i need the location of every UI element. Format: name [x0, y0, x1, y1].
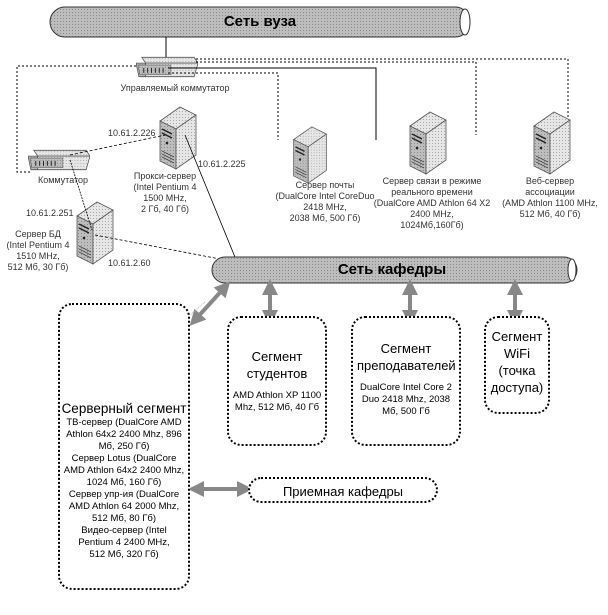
commutator-icon — [28, 149, 90, 171]
server-segment-line: Athlon 64x2 2400 Mhz, 896 — [66, 429, 182, 440]
server-segment-line: Pentium 4 2400 MHz, — [78, 537, 170, 548]
mail-line: (DualCore Intel CoreDuo — [275, 191, 375, 201]
web-server-icon — [533, 111, 571, 175]
db-server-icon — [76, 201, 114, 265]
web-line: (AMD Athlon 1100 MHz, — [502, 198, 598, 208]
wifi-segment-box: Сегмент WiFi (точка доступа) — [484, 316, 550, 414]
wifi-segment-title: WiFi — [504, 346, 530, 361]
commutator-label: Коммутатор — [37, 175, 89, 185]
reception-label: Приемная кафедры — [282, 484, 404, 499]
server-segment-box: Серверный сегмент ТВ-сервер (DualCore AM… — [58, 303, 190, 590]
db-ip-in: 10.61.2.251 — [26, 208, 74, 218]
server-segment-line: Видео-сервер (Intel — [81, 525, 167, 536]
web-line: 512 Мб, 40 Гб) — [519, 209, 581, 219]
db-line: 1510 MHz, — [16, 251, 60, 261]
realtime-line: Сервер связи в режиме — [382, 176, 482, 186]
managed-switch-label: Управляемый коммутатор — [120, 83, 230, 93]
mail-line: 2038 Мб, 500 Гб) — [289, 213, 361, 223]
db-line: Сервер БД — [15, 229, 61, 239]
proxy-line: (Intel Pentium 4 — [133, 182, 197, 192]
realtime-line: реального времени — [391, 187, 473, 197]
wifi-segment-title: (точка — [498, 363, 536, 378]
db-ip-out: 10.61.2.60 — [108, 258, 151, 268]
proxy-ip-in: 10.61.2.226 — [108, 128, 156, 138]
proxy-line: Прокси-сервер — [133, 171, 197, 181]
db-line: (Intel Pentium 4 — [6, 240, 70, 250]
web-line: Веб-сервер — [525, 176, 575, 186]
teachers-segment-title: Сегмент — [380, 341, 432, 356]
server-segment-line: Сервер Lotus (DualCore — [71, 453, 177, 464]
teachers-segment-title: преподавателей — [357, 358, 456, 373]
proxy-server-icon — [159, 106, 197, 170]
realtime-line: 2400 MHz, — [410, 209, 454, 219]
mail-server-icon — [292, 126, 328, 184]
realtime-server-label: Сервер связи в режиме реального времени … — [372, 176, 492, 231]
db-server-label: Сервер БД (Intel Pentium 4 1510 MHz, 512… — [0, 229, 76, 273]
server-link-arrow — [189, 281, 231, 326]
server-segment-line: Сервер упр-ия (DualCore — [68, 489, 180, 500]
teachers-segment-box: Сегмент преподавателей DualCore Intel Co… — [351, 316, 461, 446]
proxy-ip-out: 10.61.2.225 — [198, 159, 246, 169]
department-network-label: Сеть кафедры — [337, 261, 447, 278]
server-segment-line: 1024 Мб, 160 Гб) — [86, 477, 162, 488]
server-segment-line: 512 Мб, 80 Гб) — [91, 513, 157, 524]
db-line: 512 Мб, 30 Гб) — [7, 262, 69, 272]
wifi-segment-title: доступа) — [490, 380, 544, 395]
realtime-line: 1024Мб,160Гб) — [400, 220, 464, 230]
web-line: ассоциации — [525, 187, 575, 197]
students-segment-title: Сегмент — [251, 349, 303, 364]
server-segment-line: Мб, 250 Гб) — [98, 441, 150, 452]
server-segment-line: 512 Мб, 320 Гб) — [89, 549, 159, 560]
wifi-segment-title: Сегмент — [491, 329, 543, 344]
server-segment-title: Серверный сегмент — [61, 401, 187, 416]
university-network-label: Сеть вуза — [223, 13, 297, 30]
web-server-label: Веб-сервер ассоциации (AMD Athlon 1100 M… — [495, 176, 605, 220]
students-segment-spec: AMD Athlon XP 1100 Mhz, 512 Мб, 40 Гб — [232, 390, 322, 413]
proxy-line: 2 Гб, 40 Гб) — [140, 204, 190, 214]
server-segment-line: ТВ-сервер (DualCore AMD — [66, 417, 182, 428]
teachers-segment-spec: DualCore Intel Core 2 Duo 2418 Mhz, 2038… — [360, 382, 452, 417]
proxy-line: 1500 MHz, — [143, 193, 187, 203]
mail-server-label: Сервер почты (DualCore Intel CoreDuo 241… — [265, 180, 385, 224]
university-network-pipe — [49, 6, 471, 38]
department-network-pipe — [211, 256, 578, 284]
mail-line: Сервер почты — [295, 180, 355, 190]
mail-line: 2418 MHz, — [303, 202, 347, 212]
realtime-server-icon — [409, 111, 447, 175]
students-segment-title: студентов — [246, 366, 308, 381]
students-segment-box: Сегмент студентов AMD Athlon XP 1100 Mhz… — [227, 316, 327, 446]
proxy-server-label: Прокси-сервер (Intel Pentium 4 1500 MHz,… — [125, 171, 205, 215]
managed-switch-icon — [136, 56, 198, 78]
server-segment-line: AMD Athlon 64 2000 Mhz, — [68, 501, 180, 512]
realtime-line: (DualCore AMD Athlon 64 X2 — [373, 198, 491, 208]
server-segment-line: AMD Athlon 64x2 2400 Mhz, — [63, 465, 185, 476]
reception-box: Приемная кафедры — [248, 477, 438, 503]
